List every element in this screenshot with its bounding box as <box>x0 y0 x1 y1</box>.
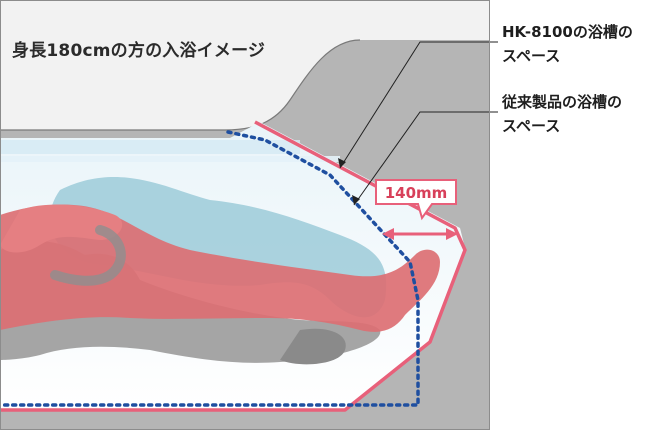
person-gray-arm <box>50 225 126 286</box>
label-old-tub: 従来製品の浴槽の スペース <box>502 90 622 138</box>
label-new-tub-line1: HK-8100の浴槽の <box>502 23 633 41</box>
label-old-tub-line1: 従来製品の浴槽の <box>502 93 623 111</box>
frame-border <box>0 0 490 430</box>
person-gray-foot <box>280 328 346 365</box>
leader-line-old <box>353 111 498 206</box>
diagram-caption: 身長180cmの方の入浴イメージ <box>12 41 266 61</box>
measurement-callout: 140mm <box>375 179 458 240</box>
label-new-tub-line2: スペース <box>502 47 561 65</box>
measurement-text: 140mm <box>385 184 448 202</box>
measurement-bubble <box>375 179 457 221</box>
tub-rim <box>0 0 490 130</box>
leader-arrow-old <box>352 195 360 205</box>
measurement-arrowhead-left <box>382 228 394 240</box>
water-surface <box>0 140 300 154</box>
tub-rim-edge <box>0 39 361 131</box>
label-new-tub: HK-8100の浴槽の スペース <box>502 20 633 68</box>
label-old-tub-line2: スペース <box>502 117 561 135</box>
measurement-arrowhead-right <box>446 228 458 240</box>
person-new-arm <box>0 204 123 253</box>
leader-arrow-new <box>338 158 346 168</box>
leader-line-new <box>339 41 498 169</box>
water-surface-2 <box>0 156 340 162</box>
